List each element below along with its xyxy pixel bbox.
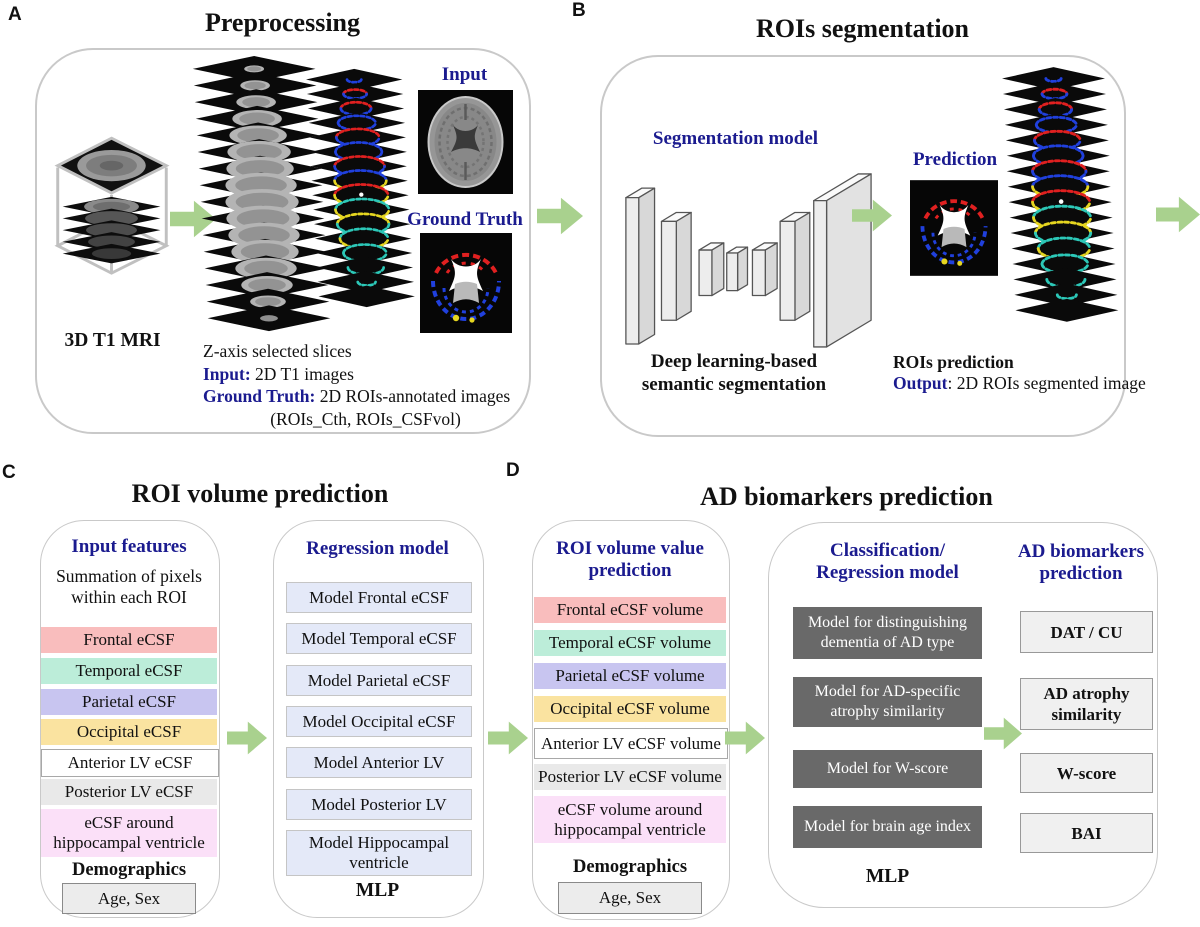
age-sex-box: Age, Sex [62,883,196,914]
panel-d-letter: D [506,460,520,481]
panel-b-title: ROIs segmentation [755,14,970,43]
model-box: Model Hippocampal ventricle [286,830,472,876]
volume-row: Temporal eCSF volume [534,630,726,656]
feature-row: Temporal eCSF [41,658,217,684]
feature-row: Posterior LV eCSF [41,779,217,805]
rois-prediction-label: ROIs prediction [893,352,1014,372]
unet-encoder-decoder-icon [616,156,878,354]
model-box: Model Parietal eCSF [286,665,472,696]
feature-row: Occipital eCSF [41,719,217,745]
panel-d-title: AD biomarkers prediction [700,482,993,511]
panel-a-title: Preprocessing [204,8,361,37]
caption-zaxis: Z-axis selected slices [203,341,352,361]
panel-a-caption: Z-axis selected slices Input: 2D T1 imag… [203,340,528,430]
arrow-right-icon [537,197,583,235]
demographics-label: Demographics [572,857,688,877]
model-box: Model Anterior LV [286,747,472,778]
volume-row: eCSF volume around hippocampal ventricle [534,796,726,843]
volume-row: Occipital eCSF volume [534,696,726,722]
model-box: Model Occipital eCSF [286,706,472,737]
input-t1-brain-image [418,90,513,194]
panel-b-model-caption: Deep learning-based semantic segmentatio… [641,351,827,395]
caption-input: Input: 2D T1 images [203,363,354,384]
model-box: Model Temporal eCSF [286,623,472,654]
dark-model-box: Model for distinguishing dementia of AD … [793,607,982,659]
panel-c-letter: C [2,462,16,483]
arrow-right-icon [488,721,528,755]
volume-row: Posterior LV eCSF volume [534,764,726,790]
input-features-header: Input features [71,536,187,557]
panel-a-letter: A [8,4,22,25]
arrow-right-icon [1156,196,1200,233]
input-features-subheader: Summation of pixels within each ROI [56,566,202,607]
model-box: Model Frontal eCSF [286,582,472,613]
panel-c-title: ROI volume prediction [131,479,389,508]
ground-truth-image-label: Ground Truth [407,209,523,230]
panel-b-letter: B [572,0,586,21]
feature-row: Parietal eCSF [41,689,217,715]
output-caption: Output: 2D ROIs segmented image [893,373,1146,393]
input-image-label: Input [441,64,488,85]
volume-row: Frontal eCSF volume [534,597,726,623]
arrow-right-icon [725,721,765,755]
mri-label: 3D T1 MRI [64,330,161,351]
dark-model-box: Model for brain age index [793,806,982,848]
caption-rois: (ROIs_Cth, ROIs_CSFvol) [270,408,461,429]
regression-model-header: Regression model [306,538,449,559]
volume-row: Anterior LV eCSF volume [534,728,728,759]
3d-mri-cube-icon [46,126,178,302]
annotated-slice-stack-icon [306,60,422,332]
arrow-right-icon [227,721,267,755]
output-box: DAT / CU [1020,611,1153,653]
feature-row: eCSF around hippocampal ventricle [41,809,217,857]
ad-biomarkers-header: AD biomarkers prediction [1017,541,1145,584]
ground-truth-seg-image [420,233,512,333]
prediction-image-label: Prediction [912,149,998,170]
feature-row: Frontal eCSF [41,627,217,653]
dark-model-box: Model for AD-specific atrophy similarity [793,677,982,727]
segmentation-model-label: Segmentation model [652,128,819,149]
mlp-label: MLP [865,866,910,887]
age-sex-box: Age, Sex [558,882,702,914]
classification-header: Classification/ Regression model [816,540,959,583]
caption-ground-truth: Ground Truth: 2D ROIs-annotated images [203,386,511,406]
mlp-label: MLP [355,880,400,901]
model-box: Model Posterior LV [286,789,472,820]
output-box: AD atrophy similarity [1020,678,1153,730]
output-box: W-score [1020,753,1153,793]
dark-model-box: Model for W-score [793,750,982,788]
predicted-slice-stack-icon [1002,58,1126,348]
output-box: BAI [1020,813,1153,853]
volume-row: Parietal eCSF volume [534,663,726,689]
prediction-seg-image [910,175,998,281]
demographics-label: Demographics [71,860,187,880]
feature-row: Anterior LV eCSF [41,749,219,777]
roi-volume-header: ROI volume value prediction [556,538,704,581]
